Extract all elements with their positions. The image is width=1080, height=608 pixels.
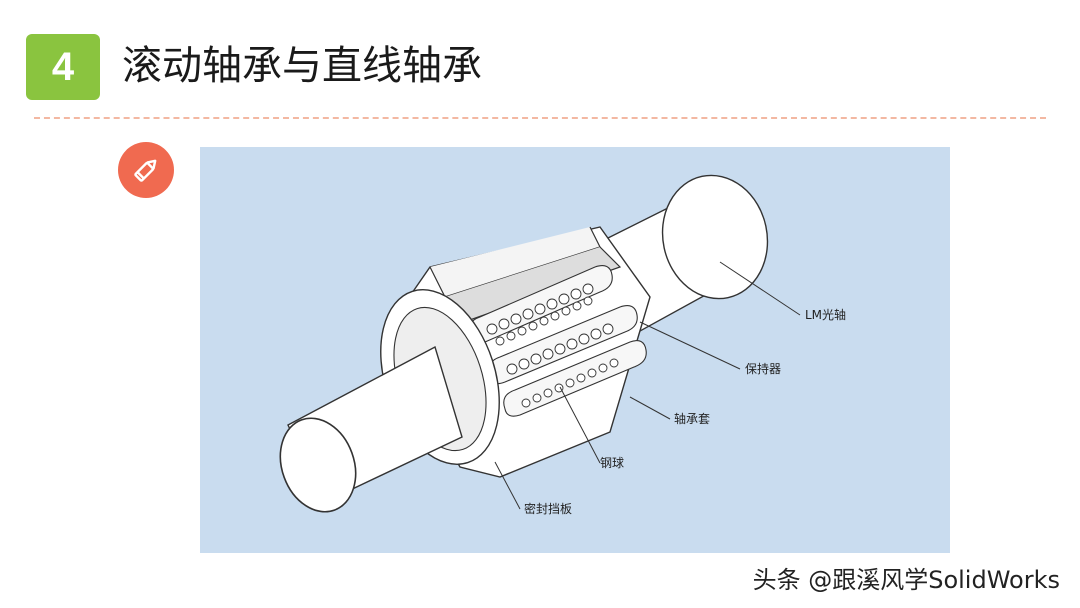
linear-bearing-diagram: LM光轴 保持器 轴承套 钢球 密封挡板: [200, 147, 950, 553]
label-retainer: 保持器: [745, 361, 781, 376]
label-shaft: LM光轴: [805, 307, 846, 322]
pencil-icon: [134, 159, 157, 182]
label-sleeve: 轴承套: [674, 411, 710, 426]
watermark: 头条 @跟溪风学SolidWorks: [752, 566, 1060, 594]
shaft-left: [279, 345, 463, 513]
title-divider: [34, 117, 1046, 119]
steel-balls: [486, 283, 619, 408]
page-title: 滚动轴承与直线轴承: [122, 43, 482, 89]
section-number-badge: 4: [26, 34, 100, 100]
label-seal: 密封挡板: [524, 501, 572, 516]
label-ball: 钢球: [600, 456, 624, 470]
callout-leaders: [494, 261, 801, 510]
bearing-illustration: LM光轴 保持器 轴承套 钢球 密封挡板: [279, 174, 846, 516]
callout-labels: LM光轴 保持器 轴承套 钢球 密封挡板: [524, 307, 846, 516]
pencil-badge: [118, 142, 174, 198]
section-number: 4: [51, 44, 75, 89]
